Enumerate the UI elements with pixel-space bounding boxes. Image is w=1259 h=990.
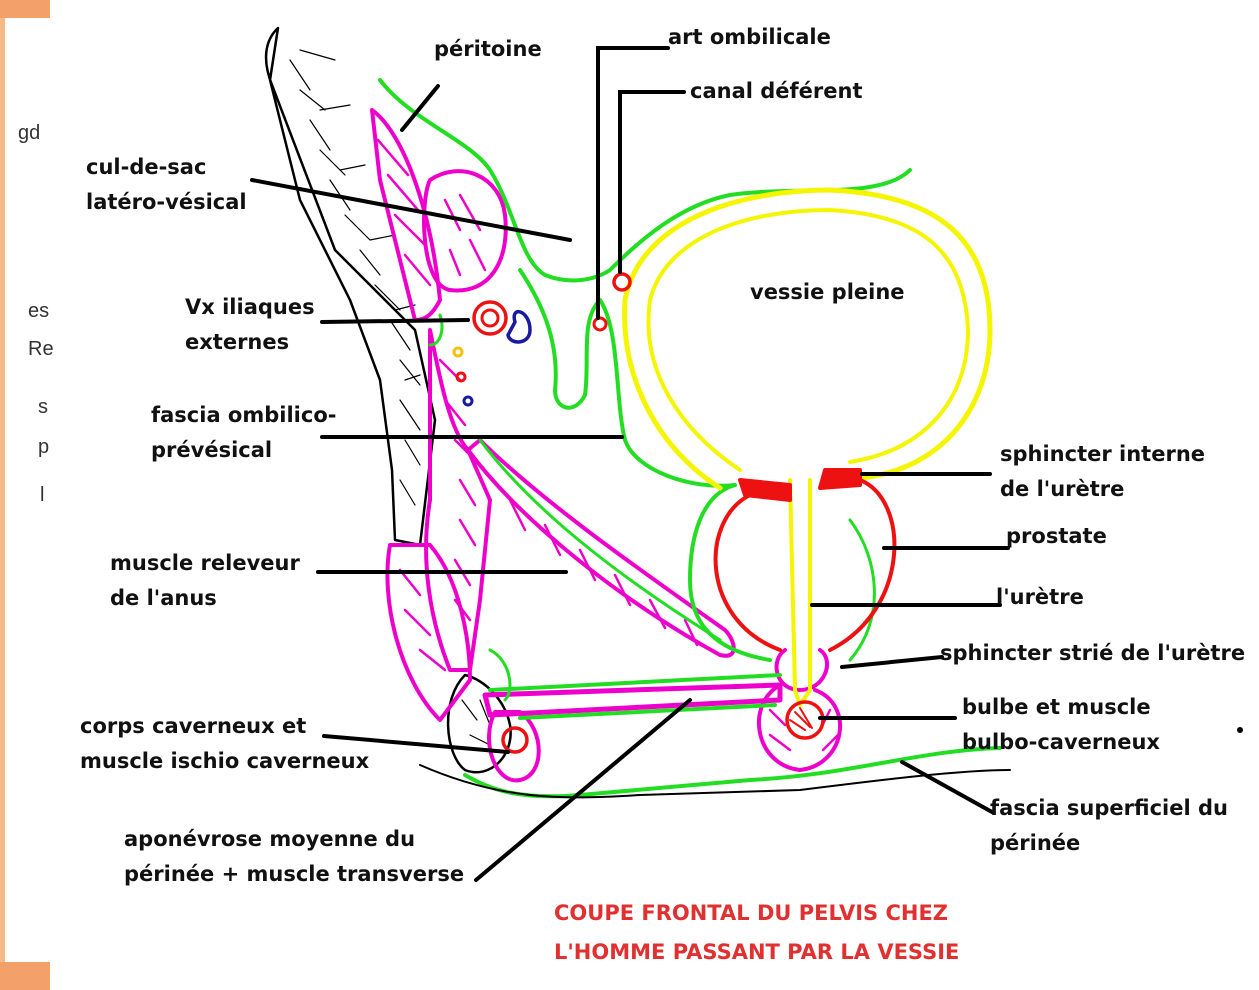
- diagram-title-line1: COUPE FRONTAL DU PELVIS CHEZ: [554, 901, 949, 925]
- vas-deferens: [592, 316, 608, 332]
- crus-penis: [501, 726, 529, 754]
- label-fascia-ombilico-2: prévésical: [151, 438, 273, 462]
- leader-corps-caverneux: [322, 734, 510, 754]
- bulbospongiosus: [757, 683, 842, 772]
- psoas-muscle: [422, 169, 508, 293]
- label-releveur: muscle releveur: [110, 551, 300, 575]
- bladder-inner: [646, 208, 970, 472]
- leader-art-ombilicale: [596, 46, 670, 320]
- label-canal-deferent: canal déférent: [690, 79, 863, 103]
- label-cul-de-sac: cul-de-sac: [86, 155, 207, 179]
- fascia-umbilico-prevesical: [518, 268, 737, 488]
- external-iliac-vein: [506, 310, 532, 344]
- slide-corner-bottom: [0, 962, 50, 990]
- internal-sphincter: [738, 468, 862, 502]
- label-urethre: l'urètre: [996, 585, 1084, 609]
- diagram-title-line2: L'HOMME PASSANT PAR LA VESSIE: [554, 940, 960, 964]
- leader-cul-de-sac: [250, 178, 572, 242]
- label-sphincter-strie: sphincter strié de l'urètre: [940, 641, 1246, 665]
- urethra: [788, 478, 812, 692]
- bg-text-fragment: gd: [18, 122, 41, 144]
- bulb-corpus: [785, 700, 825, 740]
- fascia-green-inner: [688, 483, 772, 662]
- bg-text-fragment: p: [38, 436, 50, 458]
- label-cul-de-sac-2: latéro-vésical: [86, 190, 247, 214]
- bullet-dot: [1237, 727, 1243, 733]
- label-sphincter-interne-2: de l'urètre: [1000, 477, 1125, 501]
- skin-line: [419, 764, 1011, 799]
- prostate: [713, 478, 897, 652]
- bg-text-fragment: l: [40, 484, 45, 506]
- bg-text-fragment: s: [38, 396, 48, 418]
- external-iliac-artery: [472, 300, 508, 336]
- bg-text-fragment: Re: [28, 338, 54, 360]
- corpus-cavernosum: [487, 710, 541, 783]
- leader-peritoine: [400, 84, 440, 132]
- leader-fascia-sup: [900, 760, 994, 814]
- label-sphincter-interne: sphincter interne: [1000, 442, 1206, 466]
- label-fascia-ombilico: fascia ombilico-: [151, 403, 337, 427]
- leader-vx-iliaques: [320, 318, 470, 324]
- label-vessie: vessie pleine: [750, 280, 905, 304]
- label-prostate: prostate: [1006, 524, 1107, 548]
- umbilical-artery: [612, 272, 632, 292]
- label-corps-caverneux-2: muscle ischio caverneux: [80, 749, 370, 773]
- label-peritoine: péritoine: [434, 37, 542, 61]
- label-vx-iliaques-2: externes: [185, 330, 290, 354]
- label-fascia-superficiel-2: périnée: [990, 831, 1081, 855]
- ischio-cavernosus: [385, 543, 472, 722]
- label-releveur-2: de l'anus: [110, 586, 217, 610]
- fascia-right: [848, 518, 876, 662]
- label-aponevrose: aponévrose moyenne du: [124, 827, 416, 851]
- slide-edge: [0, 0, 5, 990]
- bg-text-fragment: es: [28, 300, 50, 322]
- label-art-ombilicale: art ombilicale: [668, 25, 831, 49]
- leader-aponevrose: [474, 698, 692, 882]
- bladder-outer: [622, 187, 993, 491]
- label-fascia-superficiel: fascia superficiel du: [990, 796, 1228, 820]
- label-aponevrose-2: périnée + muscle transverse: [124, 862, 465, 886]
- label-vx-iliaques: Vx iliaques: [185, 295, 315, 319]
- striated-sphincter: [774, 648, 830, 692]
- iliac-bone: [264, 26, 437, 547]
- fascia-green-levator: [478, 438, 722, 642]
- label-bulbe-2: bulbo-caverneux: [962, 730, 1160, 754]
- leader-sphincter-strie: [840, 655, 944, 669]
- leader-canal-deferent: [618, 90, 686, 274]
- label-corps-caverneux: corps caverneux et: [80, 714, 307, 738]
- slide-corner-top: [0, 0, 50, 18]
- obturator-internus: [424, 328, 492, 672]
- middle-aponeurosis: [488, 673, 782, 720]
- transverse-muscle: [482, 682, 783, 718]
- peritoneum: [378, 78, 912, 283]
- label-bulbe: bulbe et muscle: [962, 695, 1151, 719]
